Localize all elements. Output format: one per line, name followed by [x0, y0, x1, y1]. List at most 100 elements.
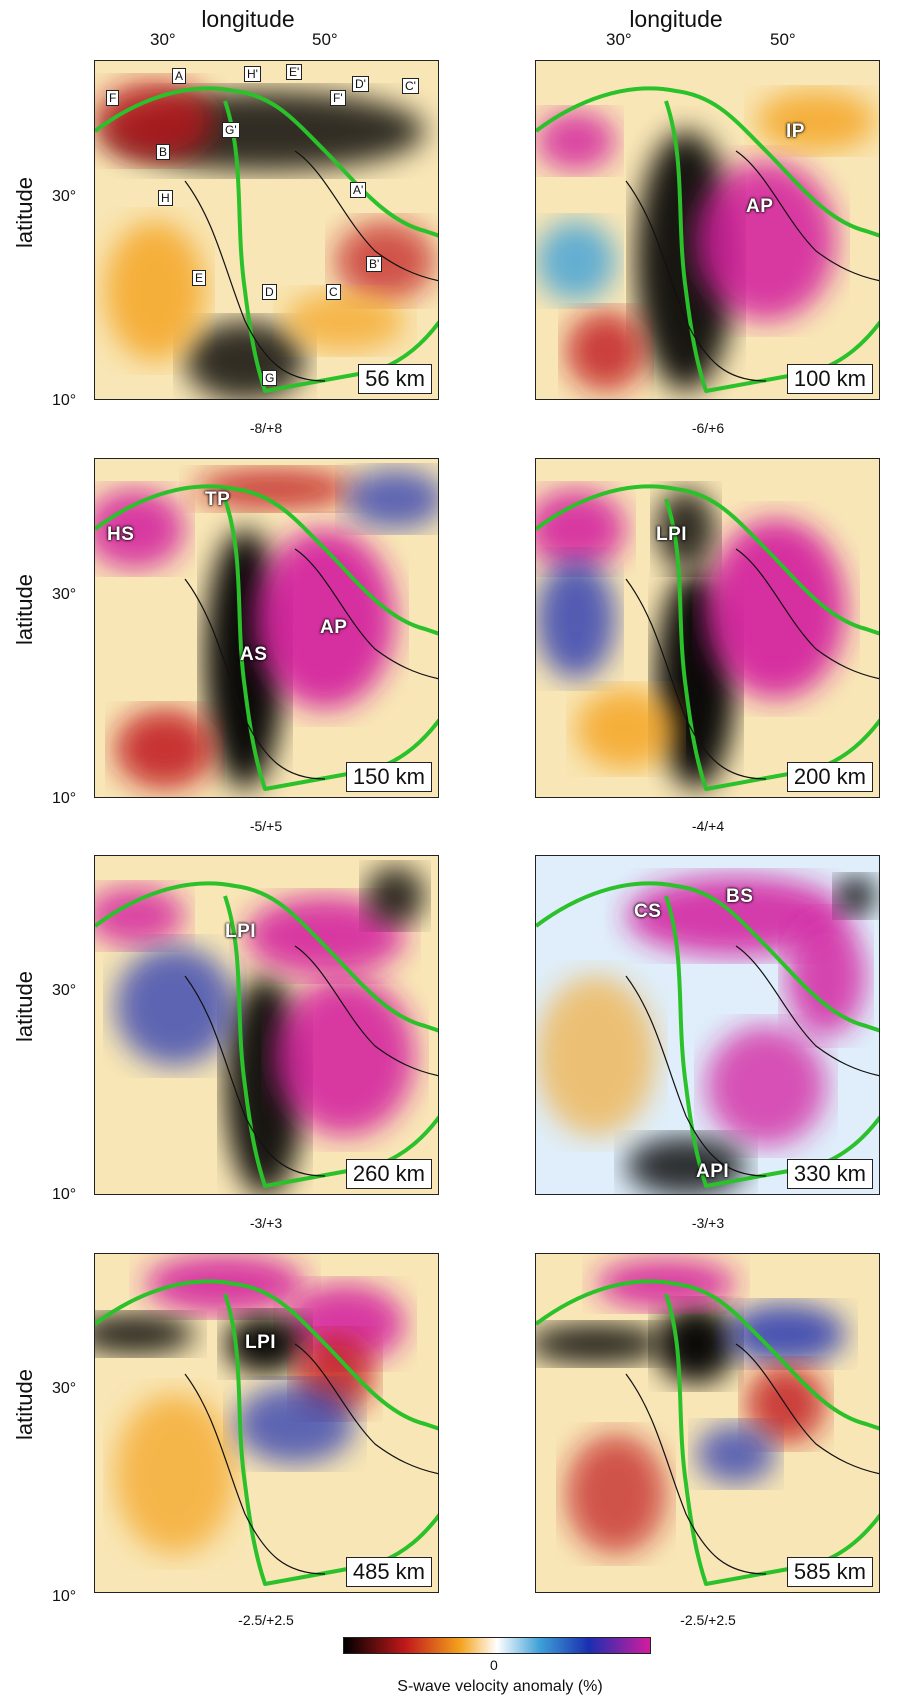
map-panel-585km: 585 km: [535, 1253, 880, 1593]
anomaly-blob: [225, 1314, 305, 1374]
depth-label: 56 km: [358, 364, 432, 394]
boundary-line: [294, 150, 438, 282]
depth-label: 100 km: [786, 364, 873, 394]
anomaly-blob: [95, 1314, 195, 1354]
tomography-map-svg: [536, 856, 879, 1194]
scale-range-585km: -2.5/+2.5: [680, 1612, 736, 1628]
lat-label-row4: latitude: [12, 1369, 37, 1440]
boundary-line: [184, 578, 326, 780]
lat-tick-10-r1: 10°: [52, 392, 77, 409]
tomography-map-svg: [95, 459, 438, 797]
anomaly-blob: [726, 1304, 846, 1364]
region-label-hs: HS: [107, 524, 135, 545]
anomaly-blob: [345, 469, 438, 529]
region-label-lpi: LPI: [245, 1332, 277, 1353]
profile-label-a: A: [172, 68, 187, 84]
tomography-map-svg: [95, 61, 438, 399]
region-label-lpi: LPI: [225, 921, 257, 942]
region-label-ap: AP: [746, 196, 774, 217]
region-label-tp: TP: [205, 489, 231, 510]
map-panel-485km: LPI 485 km: [94, 1253, 439, 1593]
anomaly-blob: [756, 91, 876, 151]
boundary-line: [95, 484, 438, 636]
anomaly-blob: [335, 221, 435, 301]
lat-tick-10-r4: 10°: [52, 1588, 77, 1605]
profile-label-a-prime: A': [350, 182, 367, 198]
scale-range-260km: -3/+3: [249, 1215, 283, 1231]
profile-label-c-prime: C': [402, 78, 419, 94]
boundary-line: [184, 180, 326, 382]
boundary-line: [625, 1373, 767, 1575]
scale-range-330km: -3/+3: [691, 1215, 725, 1231]
map-panel-150km: HS TP AS AP 150 km: [94, 458, 439, 798]
boundary-line: [536, 484, 879, 636]
anomaly-blob: [536, 976, 656, 1136]
lat-tick-30-r2: 30°: [52, 586, 77, 603]
lat-tick-30-r1: 30°: [52, 188, 77, 205]
lat-label-row1: latitude: [12, 177, 37, 248]
region-label-api: API: [696, 1161, 730, 1182]
scale-range-150km: -5/+5: [249, 818, 283, 834]
anomaly-blob: [696, 1424, 776, 1484]
boundary-line: [735, 1343, 879, 1475]
anomaly-blob: [105, 221, 205, 361]
anomaly-blob: [576, 689, 676, 769]
anomaly-blob: [536, 111, 616, 171]
region-label-bs: BS: [726, 886, 754, 907]
tomography-map-svg: [536, 1254, 879, 1592]
anomaly-blob: [115, 946, 235, 1066]
map-panel-200km: LPI 200 km: [535, 458, 880, 798]
depth-label: 585 km: [786, 1557, 873, 1587]
boundary-line: [294, 1343, 438, 1475]
profile-label-d-prime: D': [352, 76, 369, 92]
profile-label-h-prime: H': [244, 66, 261, 82]
anomaly-blob: [365, 866, 425, 926]
anomaly-blob: [696, 161, 836, 321]
anomaly-blob: [626, 1136, 746, 1194]
anomaly-blob: [536, 489, 626, 569]
anomaly-blob: [95, 489, 185, 569]
boundary-line: [735, 548, 879, 680]
lat-tick-30-r3: 30°: [52, 982, 77, 999]
lat-label-row3: latitude: [12, 971, 37, 1042]
region-label-ap: AP: [320, 617, 348, 638]
region-label-lpi: LPI: [656, 524, 688, 545]
region-label-cs: CS: [634, 901, 662, 922]
profile-label-g-prime: G': [222, 122, 240, 138]
boundary-line: [536, 86, 879, 238]
lon-tick-30-left: 30°: [150, 30, 176, 49]
tomography-map-svg: [95, 856, 438, 1194]
boundary-line: [95, 86, 438, 238]
scale-range-485km: -2.5/+2.5: [238, 1612, 294, 1628]
boundary-line: [294, 945, 438, 1077]
anomaly-blob: [235, 1384, 355, 1464]
map-panel-330km: CS BS API 330 km: [535, 855, 880, 1195]
boundary-line: [625, 975, 767, 1177]
colorbar: [343, 1637, 651, 1654]
profile-label-b: B: [156, 144, 171, 160]
region-label-ip: IP: [786, 121, 805, 142]
depth-label: 485 km: [345, 1557, 432, 1587]
anomaly-blob: [536, 221, 616, 301]
anomaly-blob: [706, 1026, 826, 1146]
anomaly-blob: [275, 976, 415, 1136]
tomography-map-svg: [95, 1254, 438, 1592]
boundary-line: [625, 578, 767, 780]
profile-label-c: C: [326, 284, 341, 300]
tomography-map-svg: [536, 61, 879, 399]
lon-tick-50-right: 50°: [770, 30, 796, 49]
profile-label-f-prime: F': [330, 90, 346, 106]
profile-label-e-prime: E': [286, 64, 303, 80]
scale-range-200km: -4/+4: [691, 818, 725, 834]
anomaly-blob: [95, 81, 215, 161]
boundary-line: [184, 975, 326, 1177]
anomaly-blob: [566, 311, 646, 391]
boundary-line: [625, 180, 767, 382]
anomaly-blob: [115, 1394, 235, 1554]
profile-label-h: H: [158, 190, 173, 206]
profile-label-e: E: [192, 270, 207, 286]
lat-tick-10-r3: 10°: [52, 1186, 77, 1203]
profile-label-g: G: [262, 370, 278, 386]
anomaly-blob: [536, 1324, 666, 1364]
lat-tick-10-r2: 10°: [52, 790, 77, 807]
